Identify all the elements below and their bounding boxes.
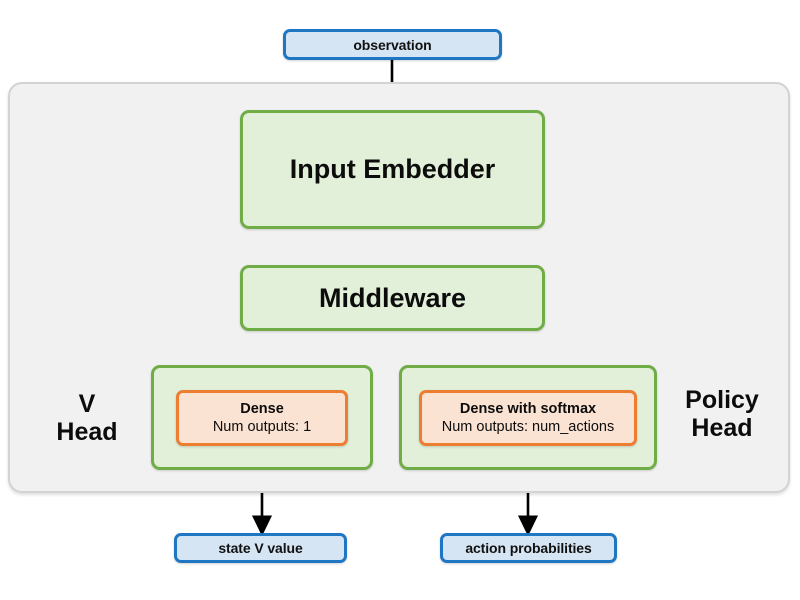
node-middleware-label: Middleware xyxy=(318,282,467,313)
caption-v-head-line2: Head xyxy=(56,417,118,446)
node-v-head-dense-subtitle: Num outputs: 1 xyxy=(212,419,312,435)
node-v-head-dense-title: Dense xyxy=(240,400,284,417)
caption-policy-head-line2: Head xyxy=(691,413,753,442)
node-policy-head-dense[interactable]: Dense with softmax Num outputs: num_acti… xyxy=(419,390,637,446)
node-action-probabilities[interactable]: action probabilities xyxy=(440,533,617,563)
caption-policy-head: Policy Head xyxy=(663,377,781,450)
node-input-embedder[interactable]: Input Embedder xyxy=(240,110,545,229)
caption-policy-head-line1: Policy xyxy=(685,385,759,414)
node-action-probabilities-label: action probabilities xyxy=(465,540,592,556)
node-policy-head-dense-subtitle: Num outputs: num_actions xyxy=(441,419,615,435)
node-state-v-value[interactable]: state V value xyxy=(174,533,347,563)
node-v-head-dense[interactable]: Dense Num outputs: 1 xyxy=(176,390,348,446)
node-input-embedder-label: Input Embedder xyxy=(289,154,496,184)
node-policy-head-dense-title: Dense with softmax xyxy=(459,400,597,417)
node-state-v-value-label: state V value xyxy=(218,540,303,556)
node-observation-label: observation xyxy=(353,36,432,53)
node-middleware[interactable]: Middleware xyxy=(240,265,545,331)
node-observation[interactable]: observation xyxy=(283,29,502,60)
caption-v-head-line1: V xyxy=(78,389,96,418)
caption-v-head: V Head xyxy=(28,381,146,454)
